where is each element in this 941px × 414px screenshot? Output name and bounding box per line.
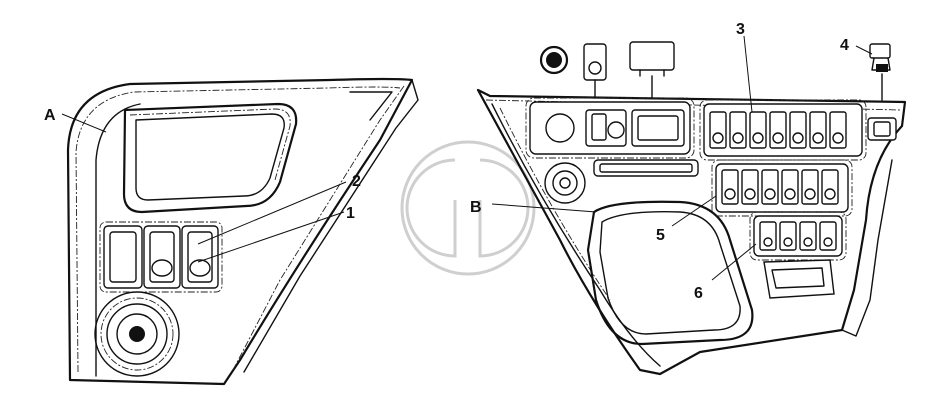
panel-a-window (122, 102, 298, 214)
callout-a: A (44, 107, 107, 133)
panel-b-opening (586, 200, 754, 346)
round-knob (544, 162, 586, 204)
panel-b-slot (593, 159, 699, 177)
label-2: 2 (352, 173, 361, 190)
gauge-housing (525, 97, 695, 159)
label-4: 4 (840, 37, 849, 54)
callout-4: 4 (840, 37, 873, 55)
callout-1: 1 (197, 205, 355, 263)
gd-logo-watermark (400, 140, 536, 276)
left-side-panel-a (66, 77, 419, 386)
label-a: A (44, 107, 56, 124)
exploded-rocker-switch (583, 43, 607, 99)
callout-b: B (470, 199, 597, 216)
switch-row-6 (749, 211, 847, 261)
panel-a-switch-block (99, 221, 223, 293)
switch-row-3 (699, 99, 867, 161)
exploded-small-switch-4 (869, 43, 891, 101)
callout-6: 6 (694, 243, 757, 302)
callout-5: 5 (656, 195, 717, 244)
label-6: 6 (694, 285, 703, 302)
label-1: 1 (346, 205, 355, 222)
exploded-round-knob (539, 45, 569, 75)
ignition-dial (94, 291, 180, 377)
label-3: 3 (736, 21, 745, 38)
right-main-panel-b (476, 88, 907, 376)
callout-3: 3 (736, 21, 753, 113)
exploded-display-module (629, 41, 675, 99)
lower-switch-housing (763, 259, 835, 299)
callout-2: 2 (197, 173, 361, 245)
switch-row-5 (711, 159, 853, 217)
label-b: B (470, 199, 482, 216)
right-small-switch (867, 117, 897, 141)
label-5: 5 (656, 227, 665, 244)
